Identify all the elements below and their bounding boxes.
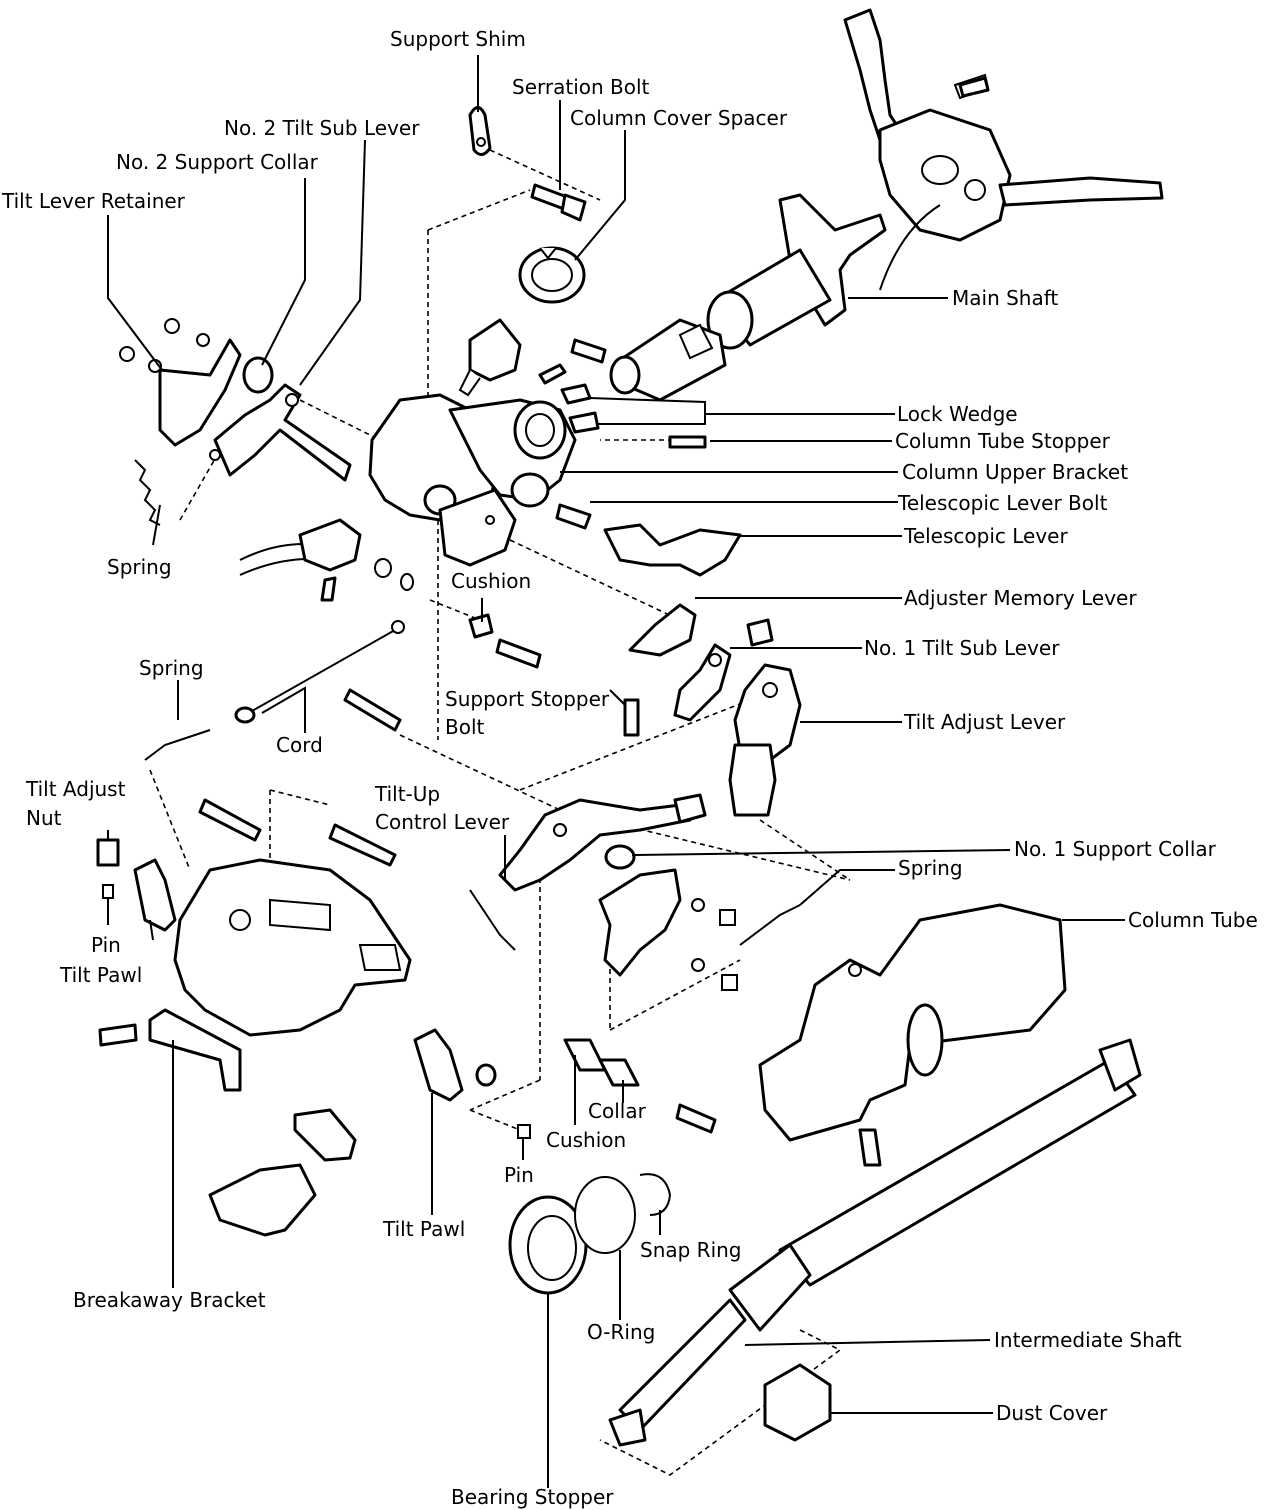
no2-tilt-sub-lever-part xyxy=(209,356,352,482)
tilt-support-bracket-part xyxy=(148,858,412,1092)
label-dust-cover: Dust Cover xyxy=(996,1401,1108,1425)
small-bolts xyxy=(98,76,990,1167)
no1-support-collar-part xyxy=(604,844,636,870)
bearing-stopper-part xyxy=(508,1195,588,1295)
label-breakaway-bracket: Breakaway Bracket xyxy=(73,1288,266,1312)
label-column-cover-spacer: Column Cover Spacer xyxy=(570,106,788,130)
label-telescopic-lever: Telescopic Lever xyxy=(903,524,1068,548)
telescopic-lever-part xyxy=(603,523,742,577)
nuts-and-cushions xyxy=(96,558,774,1139)
dust-cover-part xyxy=(763,1363,832,1442)
intermediate-shaft-part xyxy=(608,1038,1142,1447)
label-column-tube: Column Tube xyxy=(1128,908,1258,932)
label-cushion-lower: Cushion xyxy=(546,1128,626,1152)
label-no2-support-collar: No. 2 Support Collar xyxy=(116,150,319,174)
cord-part xyxy=(234,620,405,732)
label-pin-left: Pin xyxy=(91,933,121,957)
label-tilt-adjust-lever: Tilt Adjust Lever xyxy=(903,710,1066,734)
tilt-pawl-lower-part xyxy=(413,1028,464,1102)
label-tilt-lever-retainer: Tilt Lever Retainer xyxy=(1,189,186,213)
tilt-pawl-plate-part xyxy=(598,868,738,991)
rings-parts xyxy=(574,1173,672,1254)
label-intermediate-shaft: Intermediate Shaft xyxy=(994,1328,1182,1352)
lock-wedge-parts xyxy=(560,383,600,434)
label-column-tube-stopper: Column Tube Stopper xyxy=(895,429,1111,453)
breakaway-bracket-part xyxy=(208,1108,357,1237)
label-support-stopper-bolt-1: Support Stopper xyxy=(445,687,610,711)
label-spring-right: Spring xyxy=(898,856,963,880)
label-cushion-upper: Cushion xyxy=(451,569,531,593)
main-shaft-part xyxy=(609,193,887,402)
label-tilt-pawl-lower: Tilt Pawl xyxy=(382,1217,465,1241)
label-support-shim: Support Shim xyxy=(390,27,526,51)
label-pin-lower: Pin xyxy=(504,1163,534,1187)
label-collar: Collar xyxy=(588,1099,647,1123)
tilt-up-control-lever-part xyxy=(498,793,707,892)
label-no1-support-collar: No. 1 Support Collar xyxy=(1014,837,1217,861)
label-cord: Cord xyxy=(276,733,323,757)
label-no1-tilt-sub-lever: No. 1 Tilt Sub Lever xyxy=(864,636,1060,660)
label-tilt-pawl-left: Tilt Pawl xyxy=(59,963,142,987)
column-tube-part xyxy=(758,903,1067,1142)
label-o-ring: O-Ring xyxy=(587,1320,655,1344)
serration-bolt-part xyxy=(530,183,587,222)
label-telescopic-lever-bolt: Telescopic Lever Bolt xyxy=(897,491,1108,515)
label-no2-tilt-sub-lever: No. 2 Tilt Sub Lever xyxy=(224,116,420,140)
label-bearing-stopper: Bearing Stopper xyxy=(451,1485,614,1509)
label-snap-ring: Snap Ring xyxy=(640,1238,742,1262)
label-tilt-up-control-lever-2: Control Lever xyxy=(375,810,510,834)
support-shim-part xyxy=(468,106,492,156)
label-column-upper-bracket: Column Upper Bracket xyxy=(902,460,1128,484)
label-lock-wedge: Lock Wedge xyxy=(897,402,1018,426)
label-main-shaft: Main Shaft xyxy=(952,286,1058,310)
tilt-pawl-left-part xyxy=(133,858,177,932)
column-upper-bracket-part xyxy=(368,393,577,567)
key-cylinder-part xyxy=(458,318,522,397)
leader-lines xyxy=(107,55,1125,1488)
label-spring-middle-left: Spring xyxy=(139,656,204,680)
label-serration-bolt: Serration Bolt xyxy=(512,75,650,99)
label-support-stopper-bolt-2: Bolt xyxy=(445,715,485,739)
tilt-adjust-lever-part xyxy=(728,663,802,817)
wire-harness-part xyxy=(239,518,362,576)
label-tilt-adjust-nut-1: Tilt Adjust xyxy=(25,777,126,801)
label-adjuster-memory-lever: Adjuster Memory Lever xyxy=(904,586,1137,610)
callout-labels: Support Shim Serration Bolt Column Cover… xyxy=(1,27,1258,1509)
label-spring-upper-left: Spring xyxy=(107,555,172,579)
bracket-bolts xyxy=(198,798,397,867)
column-cover-spacer-part xyxy=(518,246,586,304)
label-tilt-up-control-lever-1: Tilt-Up xyxy=(374,782,440,806)
adjuster-memory-lever-part xyxy=(628,603,732,722)
combination-switch xyxy=(843,8,1164,291)
spring-parts xyxy=(134,459,801,951)
label-tilt-adjust-nut-2: Nut xyxy=(26,806,62,830)
